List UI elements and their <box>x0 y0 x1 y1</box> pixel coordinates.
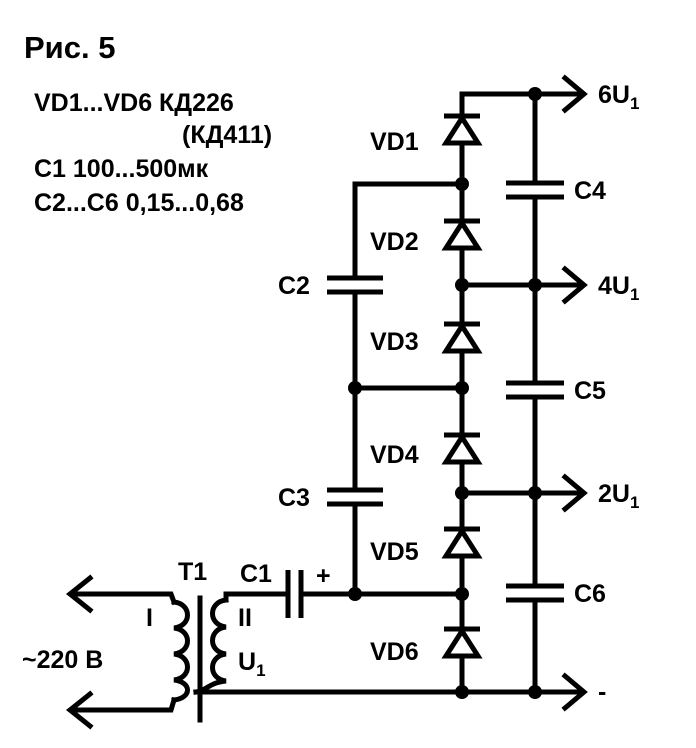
label-input-voltage: ~220 В <box>22 646 103 674</box>
label-c2: C2 <box>278 272 310 300</box>
output-6u1-main: 6U <box>598 81 630 109</box>
diode-vd4 <box>441 432 483 465</box>
label-winding-i: I <box>146 604 153 632</box>
label-vd2: VD2 <box>370 228 419 256</box>
note-diodes-alt: (КД411) <box>182 121 272 149</box>
label-u1-main: U <box>238 648 256 676</box>
output-4u1: 4U1 <box>598 272 639 304</box>
note-c1: C1 100...500мк <box>34 155 209 183</box>
diode-vd2 <box>441 218 483 251</box>
label-c3: C3 <box>278 484 310 512</box>
capacitor-c6 <box>506 583 564 603</box>
output-6u1: 6U1 <box>598 81 639 113</box>
label-vd4: VD4 <box>370 441 419 469</box>
transformer-t1 <box>171 595 229 723</box>
diode-vd3 <box>441 321 483 354</box>
label-c5: C5 <box>574 377 606 405</box>
label-vd3: VD3 <box>370 328 419 356</box>
output-4u1-sub: 1 <box>630 285 639 304</box>
output-2u1: 2U1 <box>598 480 639 512</box>
label-t1: T1 <box>178 558 207 586</box>
label-c6: C6 <box>574 580 606 608</box>
diode-vd1 <box>441 113 483 146</box>
output-6u1-sub: 1 <box>630 94 639 113</box>
diode-vd5 <box>441 526 483 559</box>
label-c1-plus: + <box>316 562 331 590</box>
output-minus-main: - <box>598 678 606 706</box>
capacitor-c3 <box>327 487 383 507</box>
label-u1: U1 <box>238 648 266 680</box>
figure-title: Рис. 5 <box>24 30 115 65</box>
label-u1-sub: 1 <box>256 661 265 680</box>
capacitor-c1 <box>285 570 304 618</box>
junction-dots <box>348 87 542 699</box>
note-diodes: VD1...VD6 КД226 <box>34 89 234 117</box>
label-winding-ii: II <box>238 604 252 632</box>
output-2u1-sub: 1 <box>630 493 639 512</box>
label-vd1: VD1 <box>370 128 419 156</box>
label-vd5: VD5 <box>370 538 419 566</box>
capacitor-c5 <box>506 380 564 400</box>
note-c2-c6: C2...C6 0,15...0,68 <box>34 189 244 217</box>
diode-vd6 <box>441 626 483 659</box>
output-2u1-main: 2U <box>598 480 630 508</box>
capacitor-c4 <box>506 180 564 200</box>
output-arrows <box>65 74 588 730</box>
label-c4: C4 <box>574 177 606 205</box>
label-vd6: VD6 <box>370 638 419 666</box>
label-c1: C1 <box>240 560 272 588</box>
output-minus: - <box>598 678 606 706</box>
capacitor-c2 <box>327 275 383 295</box>
output-4u1-main: 4U <box>598 272 630 300</box>
